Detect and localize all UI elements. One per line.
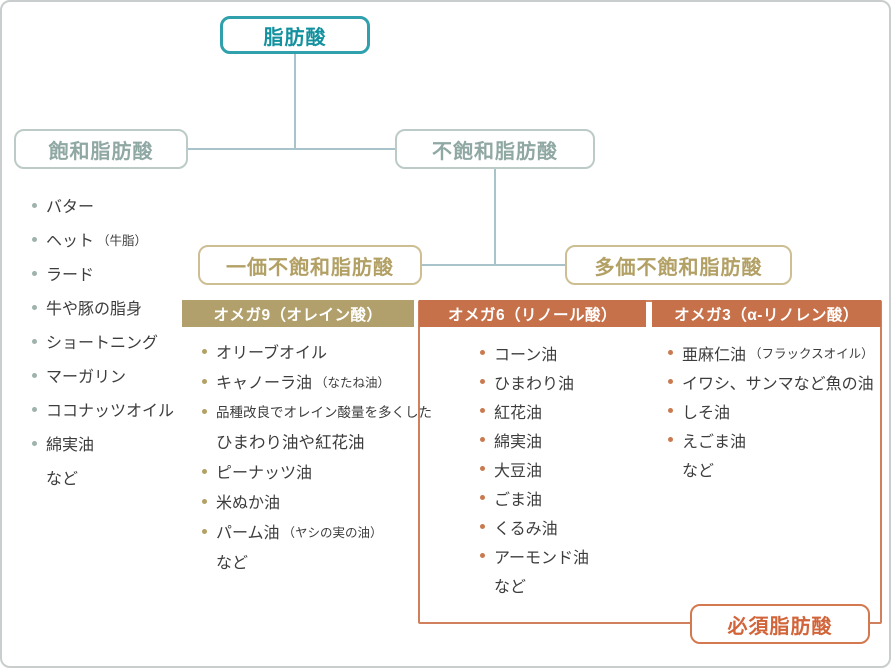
omega3-list: 亜麻仁油 （フラックスオイル） イワシ、サンマなど魚の油 しそ油 [668,338,877,454]
bullet-icon [668,350,673,355]
connector-level2-horizontal [422,264,567,266]
saturated-fat-section: バター ヘット （牛脂） ラード 牛や豚の脂身 [32,188,177,494]
bullet-icon [32,236,37,242]
connector-unsaturated-vertical [494,169,496,266]
omega3-header-label: オメガ3（α-リノレン酸） [674,306,859,324]
node-unsaturated-label: 不飽和脂肪酸 [432,140,558,163]
list-item: イワシ、サンマなど魚の油 [668,367,877,396]
list-item: えごま油 [668,425,877,454]
bullet-icon [202,408,207,414]
bullet-icon [32,338,37,344]
omega9-column-header: オメガ9（オレイン酸） [182,300,414,327]
list-item: パーム油 （ヤシの実の油） [202,516,432,546]
bullet-icon [202,378,207,384]
special-item-line2: ひまわり油や紅花油 [216,434,365,452]
omega6-list: コーン油 ひまわり油 紅花油 綿実油 [480,338,592,570]
bullet-icon [32,304,37,310]
essential-fatty-acid-label: 必須脂肪酸 [727,615,833,638]
bullet-icon [480,553,485,558]
node-monounsaturated-label: 一価不飽和脂肪酸 [226,256,394,279]
bullet-icon [480,466,485,471]
list-item: ピーナッツ油 [202,456,432,486]
connector-level1-horizontal [188,148,397,150]
node-unsaturated-fat: 不飽和脂肪酸 [395,129,595,169]
bullet-icon [32,270,37,276]
list-item: 綿実油 [32,426,177,460]
list-item: 綿実油 [480,425,592,454]
bullet-icon [202,528,207,534]
omega9-special-item: 品種改良でオレイン酸量を多くした [202,396,432,426]
bullet-icon [668,379,673,384]
bullet-icon [480,437,485,442]
list-item: 牛や豚の脂身 [32,290,177,324]
bullet-icon [480,408,485,413]
list-item: ごま油 [480,483,592,512]
etc-label: など [682,462,715,480]
bullet-icon [32,440,37,446]
list-item: オリーブオイル [202,336,432,366]
list-item: アーモンド油 [480,541,592,570]
list-item: ショートニング [32,324,177,358]
node-polyunsaturated-fat: 多価不飽和脂肪酸 [565,245,792,285]
root-node-label: 脂肪酸 [263,26,327,49]
bullet-icon [32,372,37,378]
saturated-fat-list: バター ヘット （牛脂） ラード 牛や豚の脂身 [32,188,177,460]
node-saturated-label: 飽和脂肪酸 [48,140,154,163]
bullet-icon [202,468,207,474]
list-item: ココナッツオイル [32,392,177,426]
omega9-section: オリーブオイル キャノーラ油 （なたね油） 品種改良でオレイン酸量を多くした ひ… [202,336,432,576]
node-polyunsaturated-label: 多価不飽和脂肪酸 [594,256,763,279]
omega6-section: コーン油 ひまわり油 紅花油 綿実油 [480,338,592,599]
list-item: 米ぬか油 [202,486,432,516]
etc-label: など [494,578,527,596]
bullet-icon [32,406,37,412]
omega9-list-top: オリーブオイル キャノーラ油 （なたね油） [202,336,432,396]
list-item: くるみ油 [480,512,592,541]
list-item: ヘット （牛脂） [32,222,177,256]
bullet-icon [480,350,485,355]
list-item: 紅花油 [480,396,592,425]
bullet-icon [480,379,485,384]
etc-label: など [216,555,249,572]
bullet-icon [668,408,673,413]
list-item: 亜麻仁油 （フラックスオイル） [668,338,877,367]
bullet-icon [202,348,207,354]
list-item: コーン油 [480,338,592,367]
essential-fatty-acid-box: 必須脂肪酸 [690,604,870,644]
omega6-column-header: オメガ6（リノール酸） [419,300,646,327]
list-item: しそ油 [668,396,877,425]
etc-label: など [46,471,79,488]
bullet-icon [480,495,485,500]
connector-root-vertical [294,54,296,150]
bullet-icon [32,202,37,208]
list-item: ひまわり油 [480,367,592,396]
polyunsaturated-table-border [418,300,882,624]
list-item: バター [32,188,177,222]
list-item: ラード [32,256,177,290]
bullet-icon [480,524,485,529]
omega9-list-bottom: ピーナッツ油 米ぬか油 パーム油 （ヤシの実の油） [202,456,432,546]
bullet-icon [668,437,673,442]
node-monounsaturated-fat: 一価不飽和脂肪酸 [198,245,422,285]
omega3-section: 亜麻仁油 （フラックスオイル） イワシ、サンマなど魚の油 しそ油 [668,338,877,483]
omega3-column-header: オメガ3（α-リノレン酸） [652,300,881,327]
node-saturated-fat: 飽和脂肪酸 [14,129,188,169]
list-item: 大豆油 [480,454,592,483]
omega6-header-label: オメガ6（リノール酸） [447,306,618,324]
list-item: キャノーラ油 （なたね油） [202,366,432,396]
list-item: マーガリン [32,358,177,392]
special-item-line1: 品種改良でオレイン酸量を多くした [216,405,432,420]
omega9-header-label: オメガ9（オレイン酸） [213,306,383,324]
bullet-icon [202,498,207,504]
root-node-fatty-acid: 脂肪酸 [220,16,370,54]
